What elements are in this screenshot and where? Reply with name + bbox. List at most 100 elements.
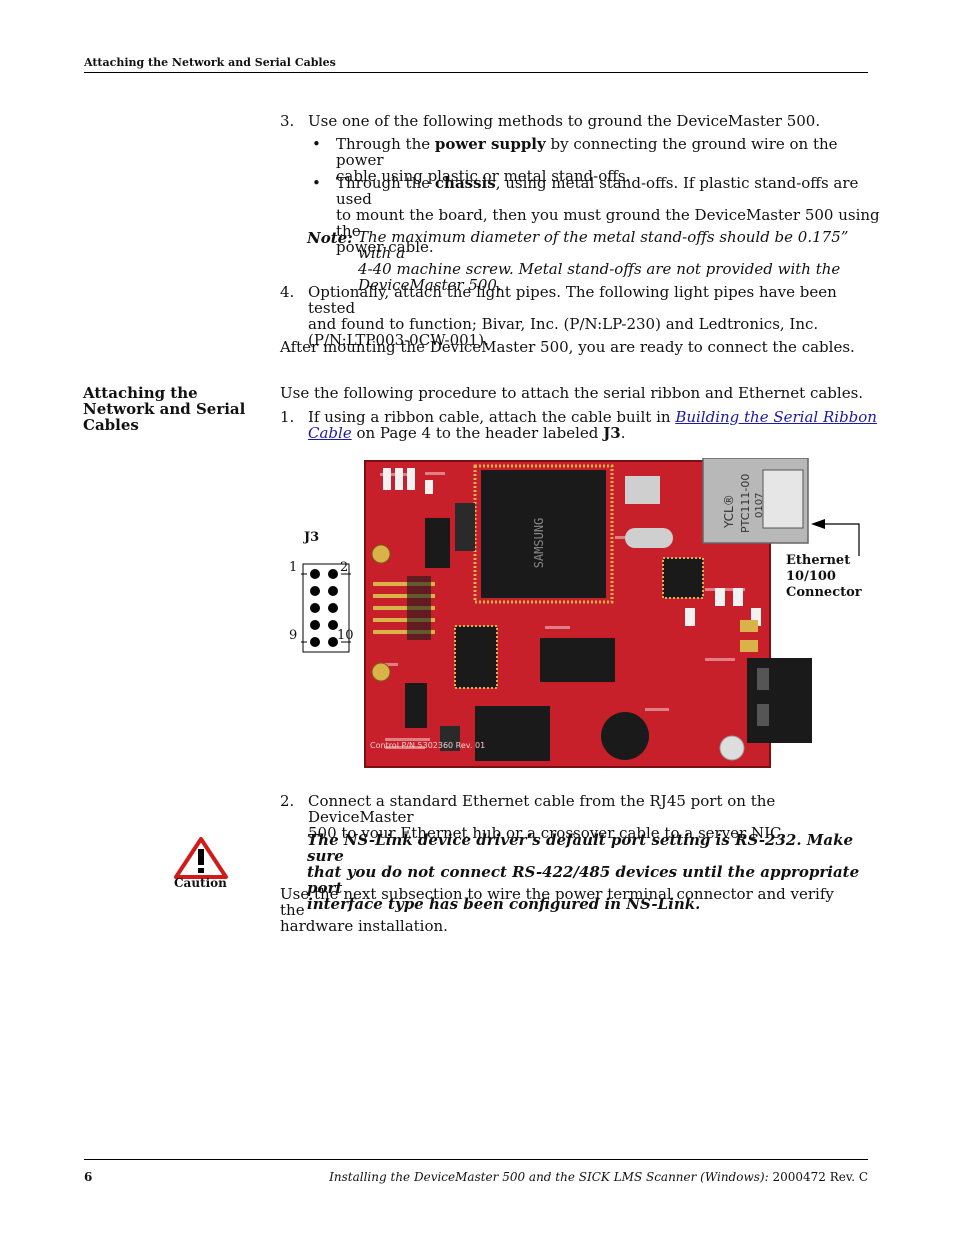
closing-line1: Use the next subsection to wire the powe…: [280, 885, 834, 919]
devicemaster-board-figure: SAMSUNG YCL® PTC111-00 0107: [285, 457, 885, 773]
ethernet-connector-label: Ethernet 10/100 Connector: [786, 553, 862, 601]
step-1-post: on Page 4 to the header labeled: [351, 424, 604, 442]
bullet-1-bold: power supply: [434, 135, 546, 153]
ethernet-pointer-arrow: [811, 519, 825, 529]
step-4-line3: (P/N:LTP003-0CW-001).: [308, 331, 489, 349]
bullet-chassis: Through the chassis, using metal stand-o…: [336, 175, 881, 255]
bullet-2-pre: Through the: [336, 174, 435, 192]
j3-pin-diagram-frame: [302, 563, 350, 653]
jack-part-number: PTC111-00: [739, 474, 752, 533]
note-line1: The maximum diameter of the metal stand-…: [358, 228, 849, 262]
note-label: Note:: [307, 229, 353, 247]
ethernet-label-line1: Ethernet: [786, 553, 851, 568]
step-4-line1: Optionally, attach the light pipes. The …: [308, 283, 837, 317]
pin-1-label: 1: [289, 560, 298, 575]
right-side-components: [685, 588, 761, 626]
step-2-number: 2.: [280, 792, 295, 810]
bullet-1-post: by connecting the ground wire on the pow…: [336, 135, 838, 169]
caution-line2: that you do not connect RS-422/485 devic…: [307, 863, 860, 897]
chip-marking: SAMSUNG: [532, 518, 546, 569]
note-line2: 4-40 machine screw. Metal stand-offs are…: [358, 260, 841, 278]
after-mounting-text: After mounting the DeviceMaster 500, you…: [280, 338, 855, 356]
footer-title-italic: Installing the DeviceMaster 500 and the …: [329, 1170, 769, 1184]
step-1-header-j3: J3: [603, 424, 621, 442]
caution-line1: The NS-Link device driver’s default port…: [307, 831, 854, 865]
pin-10-label: 10: [337, 628, 354, 643]
step-3-text: Use one of the following methods to grou…: [308, 112, 821, 130]
j3-header-pins: [373, 582, 435, 634]
j3-header-body: [407, 576, 431, 640]
step-1-pre: If using a ribbon cable, attach the cabl…: [308, 408, 676, 426]
ethernet-pointer-line: [823, 523, 860, 556]
running-header: Attaching the Network and Serial Cables: [84, 56, 336, 69]
footer-doc-title: Installing the DeviceMaster 500 and the …: [329, 1170, 868, 1184]
pin-9-label: 9: [289, 628, 298, 643]
j3-label: J3: [304, 530, 320, 545]
bullet-2-post: , using metal stand-offs. If plastic sta…: [336, 174, 859, 208]
step-4-number: 4.: [280, 283, 295, 301]
section-intro: Use the following procedure to attach th…: [280, 384, 864, 402]
status-leds: [740, 620, 758, 652]
bullet-2-bold: chassis: [434, 174, 496, 192]
small-chip-left: [425, 518, 450, 568]
closing-text: Use the next subsection to wire the powe…: [280, 886, 860, 934]
ethernet-controller-chip: [662, 557, 704, 599]
main-processor-chip: [481, 470, 606, 598]
bullet-2-marker: •: [312, 174, 321, 192]
section-heading-line2: Network and Serial: [83, 400, 246, 418]
power-terminal-connector: [747, 658, 812, 743]
section-heading-line1: Attaching the: [83, 384, 198, 402]
power-inductor: [601, 712, 649, 760]
memory-chip: [540, 638, 615, 682]
jack-date-code: 0107: [754, 493, 765, 518]
step-2-line2: 500 to your Ethernet hub or a crossover …: [308, 824, 786, 842]
jack-brand: YCL®: [722, 494, 736, 529]
step-2-line1: Connect a standard Ethernet cable from t…: [308, 792, 776, 826]
bullet-2-line3: power cable.: [336, 238, 434, 256]
step-3-number: 3.: [280, 112, 295, 130]
bullet-2-line2: to mount the board, then you must ground…: [336, 206, 880, 240]
pcb-outline: [364, 460, 771, 768]
mounting-hole-2: [371, 662, 391, 682]
footer-doc-number: 2000472 Rev. C: [768, 1170, 868, 1184]
pin-2-label: 2: [340, 560, 349, 575]
bullet-1-marker: •: [312, 135, 321, 153]
top-left-components: [383, 468, 433, 494]
lower-chip-small: [405, 683, 427, 728]
step-1-end: .: [620, 424, 626, 442]
terminal-screws: [757, 668, 769, 726]
closing-line2: hardware installation.: [280, 917, 448, 935]
ethernet-label-line3: Connector: [786, 585, 862, 600]
step-2-text: Connect a standard Ethernet cable from t…: [308, 793, 878, 841]
caution-warning-icon: [174, 837, 228, 879]
crystal-2: [625, 528, 673, 548]
serial-ribbon-cable-link-cont[interactable]: Cable: [308, 424, 352, 442]
board-marking: Control P/N 5302360 Rev. 01: [370, 741, 485, 750]
electrolytic-capacitor: [719, 735, 745, 761]
bullet-1-line2: cable using plastic or metal stand-offs.: [336, 167, 631, 185]
j3-pin-diagram-pins: [310, 569, 338, 647]
caution-text: The NS-Link device driver’s default port…: [307, 832, 872, 912]
caution-line3: interface type has been configured in NS…: [307, 895, 701, 913]
serial-ribbon-cable-link[interactable]: Building the Serial Ribbon: [675, 408, 877, 426]
section-heading-line3: Cables: [83, 416, 139, 434]
step-4-line2: and found to function; Bivar, Inc. (P/N:…: [308, 315, 819, 333]
bullet-power-supply: Through the power supply by connecting t…: [336, 136, 876, 184]
caution-label: Caution: [174, 876, 227, 890]
step-1-text: If using a ribbon cable, attach the cabl…: [308, 409, 878, 441]
step-1-number: 1.: [280, 408, 295, 426]
footer-rule: [84, 1159, 868, 1160]
lower-chip-left: [454, 625, 498, 689]
header-block: [455, 503, 475, 551]
crystal-oscillator: [625, 476, 660, 504]
board-illustration: SAMSUNG YCL® PTC111-00 0107: [301, 457, 860, 768]
note-line3: DeviceMaster 500.: [358, 276, 502, 294]
rj45-port-opening: [762, 469, 804, 529]
note-text: The maximum diameter of the metal stand-…: [358, 229, 870, 293]
lower-chip-center: [475, 706, 550, 761]
ethernet-label-line2: 10/100: [786, 569, 836, 584]
bullet-1-pre: Through the: [336, 135, 435, 153]
mounting-hole-1: [371, 544, 391, 564]
lower-chip-tiny: [440, 726, 460, 751]
section-heading: Attaching the Network and Serial Cables: [83, 385, 253, 433]
